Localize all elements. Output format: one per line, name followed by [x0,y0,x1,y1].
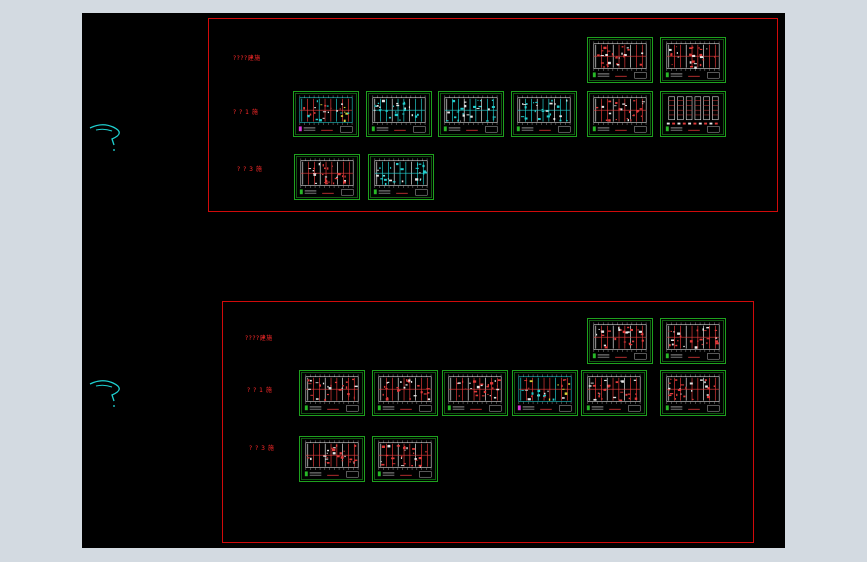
sheet-linework [662,320,724,362]
sheet-linework [374,372,436,414]
drawing-sheet[interactable] [511,91,577,137]
drawing-sheet[interactable] [372,436,438,482]
sheet-linework [374,438,436,480]
model-space-canvas[interactable]: ????建施 ? ? 1 施 ? ? 3 施 ????建施 ? ? 1 施 ? … [82,13,785,548]
sheet-linework [662,93,724,135]
sheet-linework [514,372,576,414]
sheet-linework [662,372,724,414]
sheet-linework [295,93,357,135]
row-label-floor-3: ? ? 3 施 [249,445,275,452]
drawing-frame-2[interactable]: ????建施 ? ? 1 施 ? ? 3 施 [222,301,754,543]
cyan-text-glyph-1 [89,124,120,151]
drawing-sheet[interactable] [660,91,726,137]
drawing-sheet[interactable] [366,91,432,137]
drawing-sheet[interactable] [442,370,508,416]
drawing-sheet[interactable] [299,436,365,482]
drawing-sheet[interactable] [294,154,360,200]
drawing-sheet[interactable] [587,91,653,137]
row-label-floor-3: ? ? 3 施 [237,166,263,173]
drawing-sheet[interactable] [438,91,504,137]
drawing-sheet[interactable] [660,370,726,416]
row-label-floor-1: ? ? 1 施 [247,387,273,394]
sheet-linework [589,39,651,81]
row-label-architecture: ????建施 [245,335,273,342]
sheet-linework [370,156,432,198]
sheet-linework [583,372,645,414]
row-label-architecture: ????建施 [233,55,261,62]
sheet-linework [662,39,724,81]
drawing-sheet[interactable] [372,370,438,416]
sheet-linework [368,93,430,135]
cyan-text-glyph-2 [89,380,120,407]
drawing-sheet[interactable] [587,318,653,364]
sheet-linework [301,372,363,414]
drawing-sheet[interactable] [581,370,647,416]
sheet-linework [589,320,651,362]
drawing-sheet[interactable] [299,370,365,416]
sheet-linework [589,93,651,135]
sheet-linework [513,93,575,135]
drawing-frame-1[interactable]: ????建施 ? ? 1 施 ? ? 3 施 [208,18,778,212]
drawing-sheet[interactable] [293,91,359,137]
sheet-linework [444,372,506,414]
sheet-linework [296,156,358,198]
sheet-linework [440,93,502,135]
row-label-floor-1: ? ? 1 施 [233,109,259,116]
drawing-sheet[interactable] [660,318,726,364]
sheet-linework [301,438,363,480]
drawing-sheet[interactable] [660,37,726,83]
drawing-sheet[interactable] [512,370,578,416]
drawing-sheet[interactable] [368,154,434,200]
drawing-sheet[interactable] [587,37,653,83]
